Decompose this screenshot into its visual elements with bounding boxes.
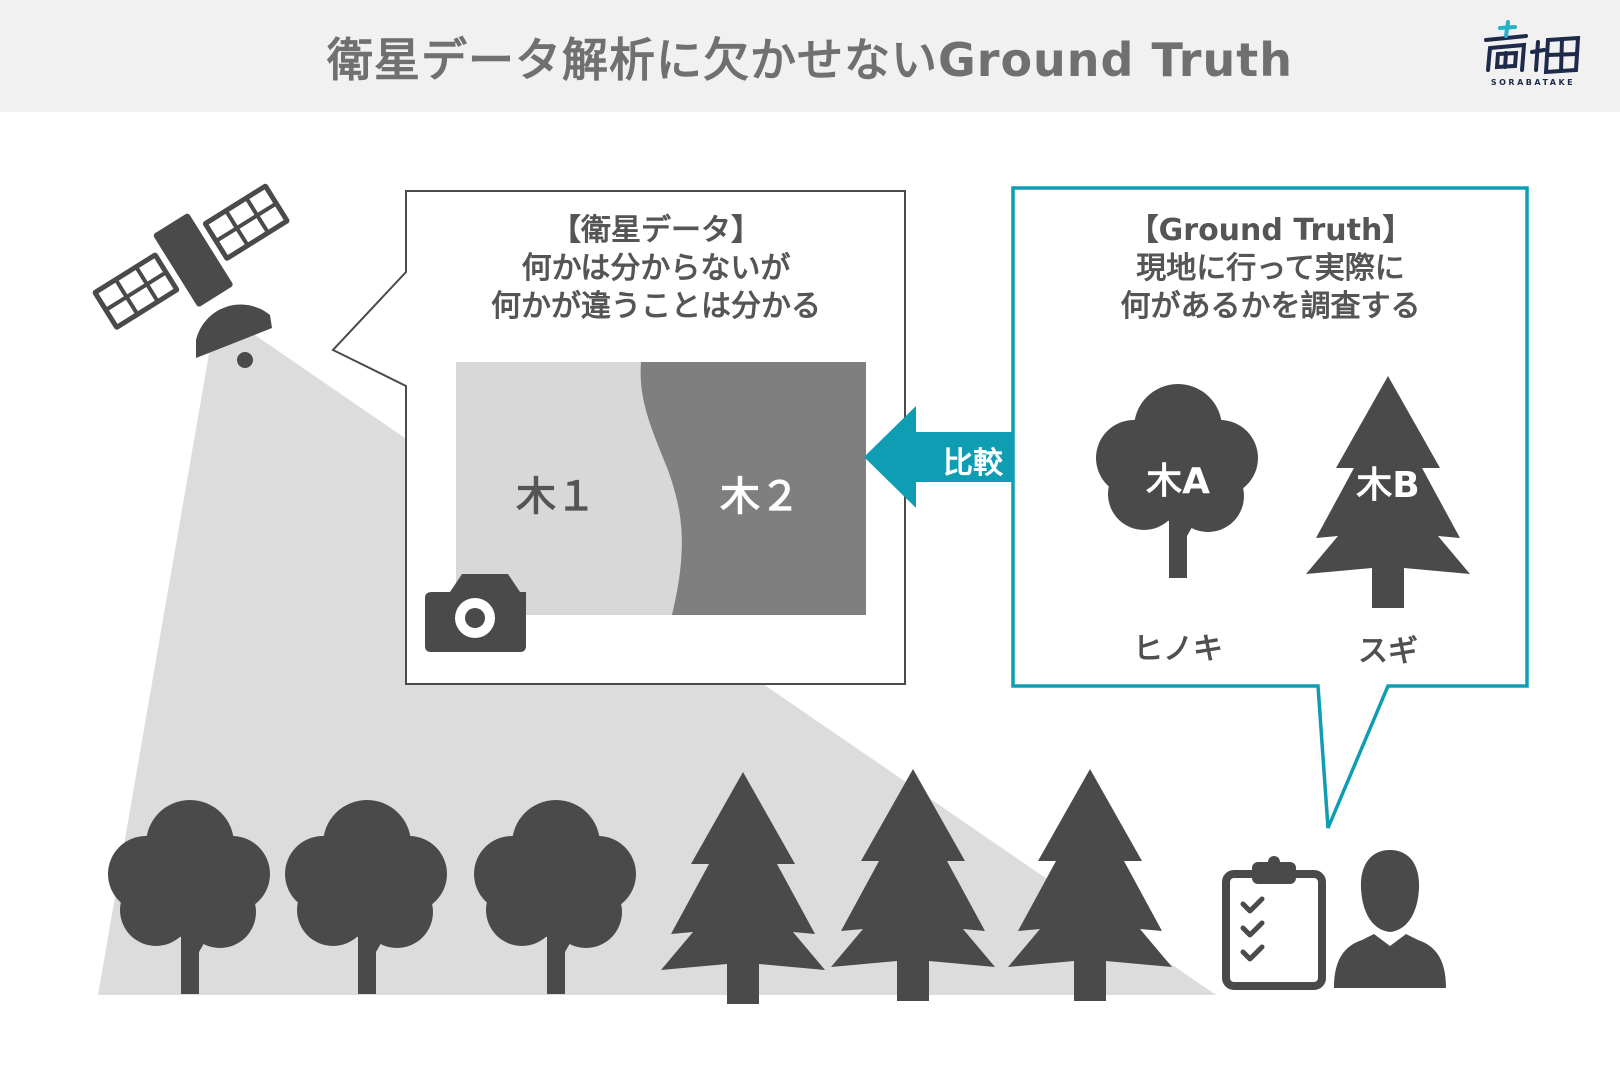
header-bar: 衛星データ解析に欠かせないGround Truth SORABATAKE — [0, 0, 1620, 112]
page-title: 衛星データ解析に欠かせないGround Truth — [327, 33, 1293, 87]
camera-icon — [425, 574, 526, 652]
logo-mark-icon — [1484, 20, 1581, 75]
compare-arrow — [864, 406, 1082, 508]
clipboard-icon — [1222, 856, 1326, 990]
region-2-label: 木２ — [720, 474, 800, 520]
satellite-data-heading: 【衛星データ】 何かは分からないが 何かが違うことは分かる — [406, 212, 906, 326]
region-1-label: 木１ — [516, 474, 596, 520]
sugi-caption: スギ — [1358, 634, 1418, 669]
ground-truth-heading: 【Ground Truth】 現地に行って実際に 何があるかを調査する — [1013, 212, 1528, 326]
satellite-data-heading-line: 【衛星データ】 — [551, 213, 761, 248]
ground-truth-bubble — [1011, 186, 1529, 829]
tree-b-label: 木B — [1356, 465, 1420, 506]
region-tree-2 — [640, 362, 866, 615]
logo-text: SORABATAKE — [1490, 78, 1576, 87]
ground-truth-heading-line: 何があるかを調査する — [1120, 289, 1421, 324]
compare-label: 比較 — [943, 446, 1003, 481]
sorabatake-logo: SORABATAKE — [1478, 18, 1588, 90]
satellite-data-heading-line: 何かは分からないが — [521, 251, 791, 286]
satellite-data-heading-line: 何かが違うことは分かる — [491, 289, 821, 324]
tree-a-label: 木A — [1146, 461, 1210, 502]
hinoki-caption: ヒノキ — [1133, 632, 1223, 667]
person-icon — [1334, 850, 1446, 988]
ground-truth-heading-line: 【Ground Truth】 — [1128, 213, 1413, 248]
satellite-icon — [92, 183, 290, 368]
ground-truth-heading-line: 現地に行って実際に — [1136, 251, 1405, 286]
